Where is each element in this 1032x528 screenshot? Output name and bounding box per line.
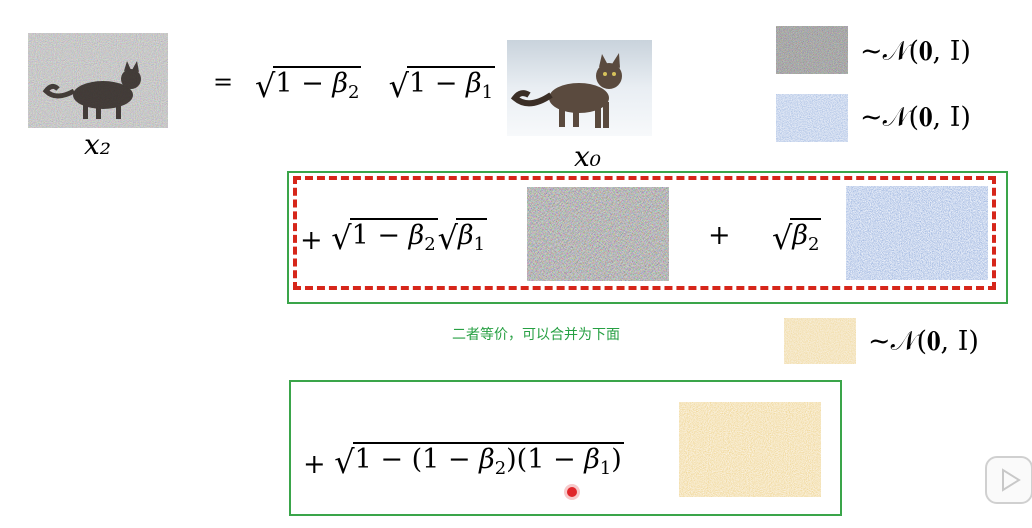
green-box-bottom: [289, 380, 842, 516]
gaussian-noise-sample-3-gold: [784, 318, 856, 364]
coefficient-sqrt-1-minus-beta2-1-minus-beta1: √1 − β2 √1 − β1: [255, 66, 496, 105]
plus-sign-middle: +: [708, 220, 731, 251]
plus-sign: +: [300, 225, 323, 256]
cursor-indicator: [567, 487, 577, 497]
merged-coefficient: + √1 − (1 − β2)(1 − β1): [303, 442, 624, 481]
gold-noise-image: [679, 402, 821, 497]
red-dashed-region: [293, 176, 996, 290]
x0-label: x₀: [574, 140, 602, 173]
x2-label: x₂: [84, 128, 112, 161]
clean-cat-image-x0: [507, 40, 652, 136]
distribution-label-3: ~𝒩(𝟎, I): [868, 326, 979, 357]
term-sqrt-1-minus-beta2-sqrt-beta1: + √1 − β2√β1: [300, 218, 488, 257]
colorful-noise-image: [527, 187, 669, 281]
green-box-top: [287, 171, 1008, 304]
distribution-label-1: ~𝒩(𝟎, I): [860, 36, 971, 67]
gaussian-noise-sample-1: [776, 26, 848, 74]
equivalence-note: 二者等价，可以合并为下面: [452, 327, 620, 343]
term-sqrt-beta2: √β2: [772, 218, 822, 257]
distribution-label-2: ~𝒩(𝟎, I): [860, 102, 971, 133]
play-icon: [1002, 468, 1021, 492]
noisy-cat-image-x2: [28, 33, 168, 128]
plus-sign-bottom: +: [303, 449, 326, 480]
gaussian-noise-sample-2-blue: [776, 94, 848, 142]
equals-sign: =: [213, 68, 234, 96]
blue-noise-image: [846, 186, 988, 280]
play-button[interactable]: [985, 456, 1032, 504]
